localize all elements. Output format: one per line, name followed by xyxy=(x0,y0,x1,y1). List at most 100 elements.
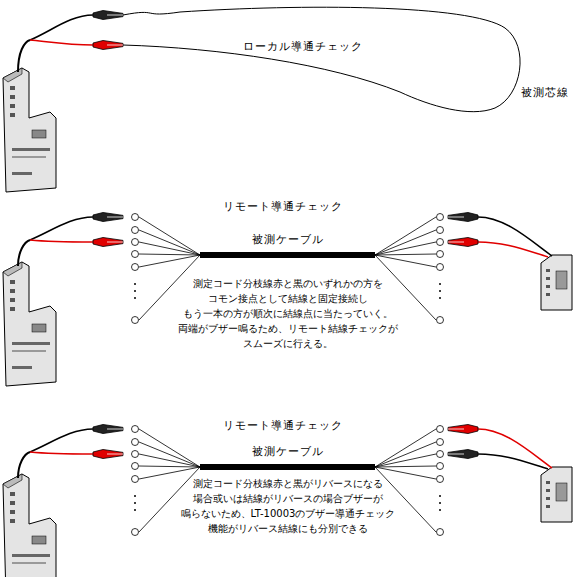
ellipsis-dot xyxy=(439,495,441,497)
core-end xyxy=(437,426,444,433)
core-end xyxy=(437,239,444,246)
tester-led xyxy=(10,307,15,311)
tester-led xyxy=(10,510,15,514)
alligator-clip xyxy=(448,213,478,222)
remote-led xyxy=(546,505,550,508)
tester-edge xyxy=(3,474,22,488)
tester-plate xyxy=(12,562,46,564)
section-title: リモート導通チェック xyxy=(221,200,345,214)
remote-led xyxy=(546,293,550,296)
core-end xyxy=(437,476,444,483)
tester-switch xyxy=(32,324,46,332)
ellipsis-dot xyxy=(134,290,136,292)
remote-led xyxy=(546,285,550,288)
core-wire xyxy=(375,217,436,255)
ellipsis-dot xyxy=(439,297,441,299)
ellipsis-dot xyxy=(134,297,136,299)
core-end xyxy=(437,529,444,536)
tester-plate xyxy=(12,342,50,345)
core-end xyxy=(437,451,444,458)
ellipsis-dot xyxy=(134,495,136,497)
test-lead xyxy=(30,15,93,40)
tester-led xyxy=(10,289,15,293)
core-wire xyxy=(375,242,436,255)
alligator-clip xyxy=(93,213,123,222)
ellipsis-dot xyxy=(439,290,441,292)
core-end xyxy=(437,264,444,271)
cable-label: 被測ケーブル xyxy=(250,445,326,459)
core-end xyxy=(132,529,139,536)
core-end xyxy=(437,227,444,234)
core-end xyxy=(132,239,139,246)
test-wire xyxy=(123,7,520,111)
alligator-clip xyxy=(93,41,123,50)
core-wire xyxy=(139,442,200,467)
wire-label: 被測芯線 xyxy=(519,86,571,100)
core-wire xyxy=(139,466,200,467)
core-wire xyxy=(139,429,200,467)
tester-switch xyxy=(32,536,46,544)
alligator-clip xyxy=(93,11,123,20)
remote-led xyxy=(546,497,550,500)
ellipsis-dot xyxy=(439,509,441,511)
core-wire xyxy=(139,454,200,467)
core-wire xyxy=(375,442,436,467)
core-end xyxy=(132,451,139,458)
tester-edge xyxy=(3,262,22,276)
tester-plate xyxy=(12,148,50,151)
test-lead xyxy=(30,429,93,452)
core-wire xyxy=(139,242,200,255)
tester-body xyxy=(3,262,56,386)
alligator-clip xyxy=(448,450,478,459)
test-lead xyxy=(478,217,552,256)
test-lead xyxy=(478,429,552,468)
core-wire xyxy=(375,467,436,532)
remote-unit xyxy=(541,467,572,522)
core-end xyxy=(132,439,139,446)
core-wire xyxy=(139,254,200,255)
tester-led xyxy=(10,298,15,302)
core-end xyxy=(132,227,139,234)
tester-switch xyxy=(32,130,46,138)
test-lead xyxy=(30,240,93,242)
tester-led xyxy=(10,95,15,99)
test-cord xyxy=(18,240,30,266)
core-wire xyxy=(375,254,436,255)
tester-plate xyxy=(12,554,50,557)
note-text: 測定コード分枝線赤と黒がリバースになる 場合或いは結線がリバースの場合ブザーが … xyxy=(172,476,404,536)
tester-plate xyxy=(12,366,32,369)
remote-panel xyxy=(556,271,567,289)
tester-body xyxy=(3,68,56,192)
core-wire xyxy=(139,230,200,255)
remote-led xyxy=(546,277,550,280)
remote-led xyxy=(546,481,550,484)
alligator-clip xyxy=(448,238,478,247)
core-end xyxy=(132,264,139,271)
cable xyxy=(200,252,375,258)
core-end xyxy=(132,463,139,470)
core-end xyxy=(437,317,444,324)
core-wire xyxy=(375,429,436,467)
core-end xyxy=(132,426,139,433)
alligator-clip xyxy=(448,425,478,434)
tester-led xyxy=(10,280,15,284)
tester-led xyxy=(10,501,15,505)
tester-led xyxy=(10,113,15,117)
alligator-clip xyxy=(93,238,123,247)
ellipsis-dot xyxy=(134,502,136,504)
test-cord xyxy=(18,452,30,478)
tester-led xyxy=(10,492,15,496)
core-wire xyxy=(375,454,436,467)
ellipsis-dot xyxy=(439,283,441,285)
remote-unit xyxy=(541,255,572,310)
core-end xyxy=(437,251,444,258)
core-end xyxy=(132,214,139,221)
tester-led xyxy=(10,104,15,108)
test-lead xyxy=(30,40,93,45)
core-end xyxy=(437,214,444,221)
core-end xyxy=(132,476,139,483)
core-end xyxy=(132,317,139,324)
test-lead xyxy=(30,452,93,454)
cable-label: 被測ケーブル xyxy=(250,233,326,247)
